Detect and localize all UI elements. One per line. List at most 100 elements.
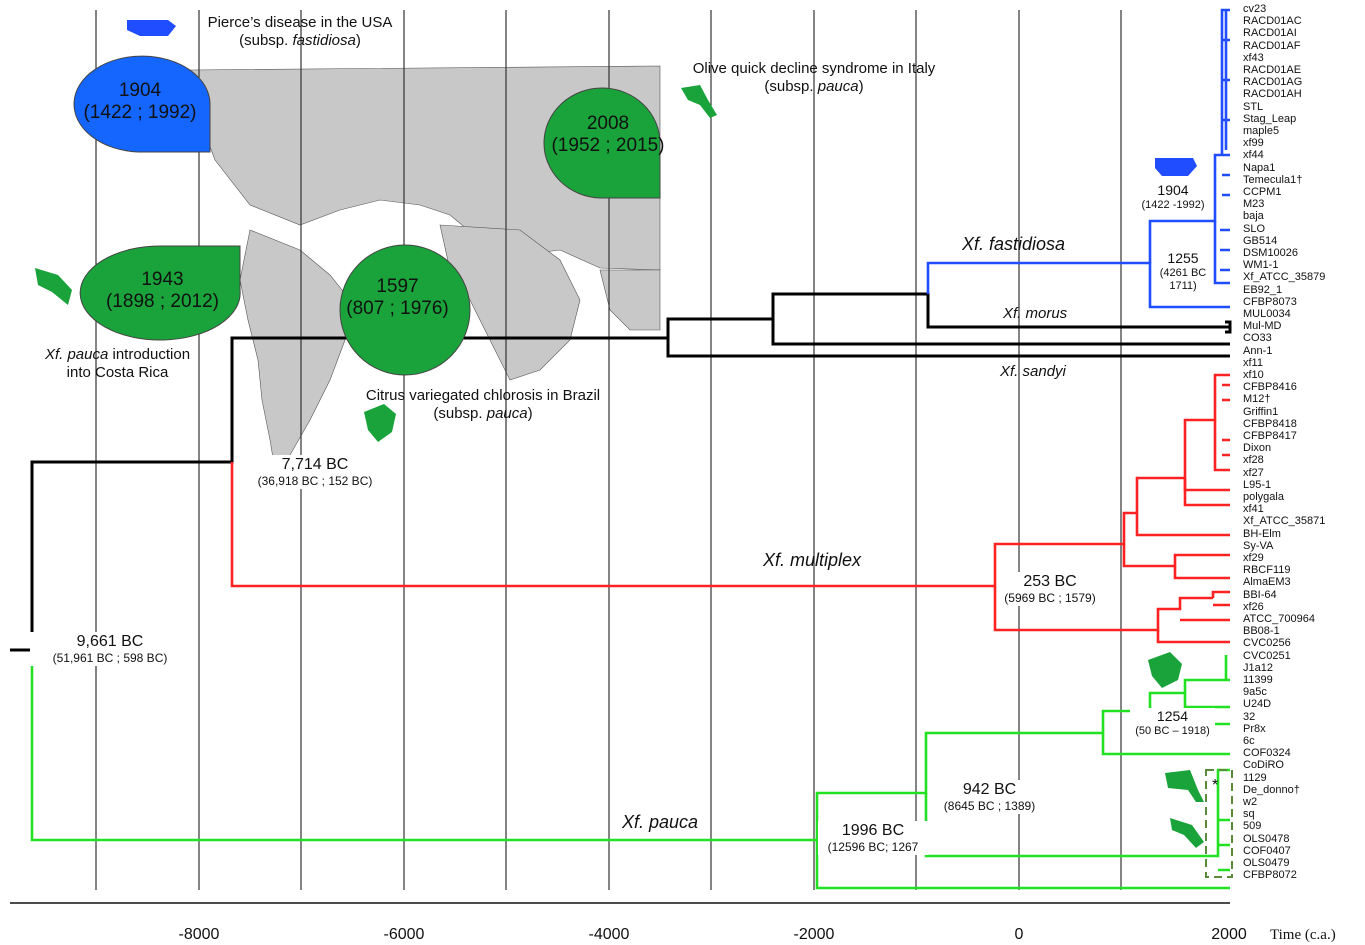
tip-label: xf27	[1243, 466, 1264, 479]
tip-label: baja	[1243, 210, 1264, 223]
tip-label: CFBP8417	[1243, 430, 1297, 442]
date-bubbles	[73, 55, 661, 376]
tip-label: De_donno†	[1243, 783, 1300, 796]
costa-rica-icon	[35, 268, 72, 305]
node-fast-a-date: 1255	[1167, 250, 1199, 266]
tip-label: Stag_Leap	[1243, 112, 1297, 125]
tip-label: ATCC_700964	[1243, 613, 1315, 625]
tick-label: -4000	[588, 926, 630, 943]
italy-year: 2008	[586, 113, 630, 135]
costa-rica-caption: Xf. pauca introduction into Costa Rica	[25, 346, 210, 382]
costa-rica-caption-line2: into Costa Rica	[66, 364, 169, 381]
tip-label: STL	[1243, 100, 1264, 113]
tip-label: EB92_1	[1243, 283, 1283, 296]
tip-label: w2	[1243, 796, 1258, 808]
tip-label: J1a12	[1243, 661, 1273, 674]
tip-label: maple5	[1243, 125, 1280, 137]
brazil-bubble-label: 1597 (807 ; 1976)	[330, 256, 465, 340]
tick-label: -6000	[383, 926, 425, 943]
node-pauca-a-range: (12596 BC; 1267	[827, 840, 919, 855]
tip-label: RACD01AG	[1243, 76, 1303, 89]
node-split-date: 7,714 BC	[281, 456, 349, 473]
tip-label: polygala	[1243, 491, 1284, 503]
tip-label: RACD01AH	[1243, 88, 1302, 101]
node-pauca-a: 1996 BC (12596 BC; 1267	[818, 821, 928, 855]
tip-label: Xf_ATCC_35879	[1243, 271, 1326, 284]
tip-label: L95-1	[1243, 478, 1272, 491]
node-fast-b: 1904 (1422 -1992)	[1133, 182, 1213, 212]
node-multiplex: 253 BC (5969 BC ; 1579)	[998, 572, 1102, 606]
tip-label: xf43	[1243, 51, 1264, 64]
tip-label: RACD01AC	[1243, 15, 1302, 28]
tip-label: Griffin1	[1243, 405, 1279, 418]
clade-sandyi: Xf. sandyi	[1000, 363, 1066, 380]
tip-label: sq	[1243, 808, 1255, 821]
tip-label: Ann-1	[1243, 344, 1273, 357]
costa-rica-small-icon	[1170, 818, 1204, 848]
clade-pauca: Xf. pauca	[622, 812, 699, 832]
usa-caption-title: Pierce’s disease in the USA	[207, 14, 393, 31]
node-split-range: (36,918 BC ; 152 BC)	[257, 474, 373, 489]
usa-icon	[127, 20, 176, 36]
tip-label: AlmaEM3	[1243, 576, 1291, 589]
time-gridlines	[95, 10, 1122, 890]
usa-year: 1904	[118, 80, 162, 102]
node-pauca-c-range: (50 BC – 1918)	[1135, 724, 1210, 737]
tip-label: CFBP8416	[1243, 381, 1297, 394]
tip-label: 32	[1243, 710, 1256, 723]
tip-label: Pr8x	[1243, 722, 1266, 735]
tip-label: M23	[1243, 198, 1265, 211]
brazil-year: 1597	[376, 276, 419, 298]
node-fast-a-range-1: (4261 BC	[1159, 266, 1207, 279]
tip-label: xf11	[1243, 356, 1263, 369]
brazil-small-icon	[1148, 652, 1182, 688]
node-multiplex-range: (5969 BC ; 1579)	[1004, 591, 1096, 606]
tip-label: Temecula1†	[1243, 173, 1303, 186]
italy-bubble	[543, 87, 661, 199]
tip-label: BBI-64	[1243, 588, 1277, 601]
tip-label: Sy-VA	[1243, 539, 1274, 552]
tip-label: M12†	[1243, 393, 1271, 406]
node-root-range: (51,961 BC ; 598 BC)	[52, 651, 168, 666]
tip-label: CoDiRO	[1243, 759, 1284, 772]
asterisk-marker: *	[1212, 777, 1219, 794]
italy-bubble-label: 2008 (1952 ; 2015)	[548, 100, 668, 170]
tip-label: cv23	[1243, 3, 1267, 15]
tip-label: 1129	[1243, 771, 1267, 784]
clade-fastidiosa: Xf. fastidiosa	[962, 234, 1066, 254]
tip-label: xf28	[1243, 454, 1264, 467]
tip-label: 6c	[1243, 735, 1255, 747]
tip-label: BB08-1	[1243, 625, 1280, 638]
brazil-range: (807 ; 1976)	[346, 298, 449, 319]
tip-label: RBCF119	[1243, 564, 1291, 577]
tip-label: SLO	[1243, 222, 1266, 235]
usa-bubble-label: 1904 (1422 ; 1992)	[70, 62, 210, 142]
tip-label: OLS0478	[1243, 832, 1290, 845]
costa-rica-bubble-label: 1943 (1898 ; 2012)	[90, 255, 235, 327]
country-silhouettes	[35, 20, 1204, 848]
node-root: 9,661 BC (51,961 BC ; 598 BC)	[30, 632, 190, 666]
world-map	[189, 65, 661, 471]
highlight-box	[1205, 769, 1233, 878]
tip-label: MUL0034	[1243, 308, 1291, 320]
node-pauca-c: 1254 (50 BC – 1918)	[1130, 708, 1215, 738]
tip-label: RACD01AE	[1243, 64, 1302, 76]
tip-label: COF0324	[1243, 747, 1291, 760]
tip-label: WM1-1	[1243, 259, 1279, 272]
tip-label: Napa1	[1243, 161, 1276, 174]
brazil-caption: Citrus variegated chlorosis in Brazil (s…	[342, 387, 624, 423]
node-split: 7,714 BC (36,918 BC ; 152 BC)	[240, 455, 390, 489]
clade-morus: Xf. morus	[1003, 305, 1068, 322]
backbone-branches	[10, 292, 1232, 652]
tip-label: xf41	[1243, 503, 1264, 516]
tip-label: RACD01AF	[1243, 39, 1301, 52]
tip-label: DSM10026	[1243, 247, 1299, 259]
tip-label: RACD01AI	[1243, 27, 1297, 40]
tip-label: GB514	[1243, 234, 1278, 247]
brazil-caption-title: Citrus variegated chlorosis in Brazil	[365, 387, 601, 404]
node-fast-b-range: (1422 -1992)	[1141, 198, 1205, 211]
node-fast-b-date: 1904	[1157, 182, 1189, 198]
node-multiplex-date: 253 BC	[1023, 573, 1077, 590]
tip-label: CFBP8418	[1243, 417, 1297, 430]
